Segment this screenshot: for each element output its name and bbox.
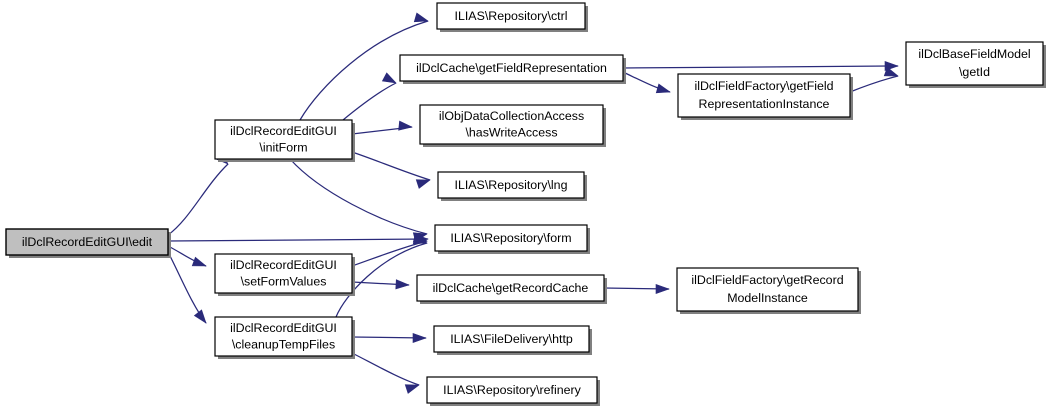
node-form[interactable]: ILIAS\Repository\form — [434, 224, 590, 254]
node-box-initform[interactable] — [214, 119, 353, 160]
node-box-haswrite[interactable] — [419, 104, 604, 145]
node-label-getid-line2: \getId — [959, 65, 990, 79]
node-filehttp[interactable]: ILIAS\FileDelivery\http — [433, 325, 592, 355]
nodes-layer: ilDclRecordEditGUI\edit ilDclRecordEditGU… — [5, 2, 1046, 406]
node-label-initform-line1: ilDclRecordEditGUI — [230, 124, 337, 138]
node-box-getid[interactable] — [905, 41, 1044, 86]
node-label-getfieldrepinst-line1: ilDclFieldFactory\getField — [694, 79, 833, 93]
node-box-refinery[interactable] — [426, 376, 598, 404]
node-label-filehttp: ILIAS\FileDelivery\http — [450, 332, 573, 346]
edge-edit-to-form — [167, 238, 429, 242]
node-box-getrecordmodel[interactable] — [676, 267, 859, 312]
node-setformvalues[interactable]: ilDclRecordEditGUI \setFormValues — [214, 253, 355, 296]
node-cleanup[interactable]: ilDclRecordEditGUI \cleanupTempFiles — [214, 316, 355, 359]
edge-setformvalues-to-form — [351, 240, 428, 267]
arrowhead-ah-form-clean — [412, 234, 428, 245]
node-getrecordcache[interactable]: ilDclCache\getRecordCache — [416, 274, 607, 304]
node-label-getfieldrep: ilDclCache\getFieldRepresentation — [416, 61, 607, 75]
edge-cleanup-to-refinery — [351, 352, 420, 386]
node-refinery[interactable]: ILIAS\Repository\refinery — [426, 376, 600, 406]
node-ctrl[interactable]: ILIAS\Repository\ctrl — [436, 2, 588, 32]
edge-initform-to-lng — [351, 151, 431, 181]
node-label-cleanup-line1: ilDclRecordEditGUI — [230, 321, 337, 335]
node-box-form[interactable] — [434, 224, 588, 252]
node-label-initform-line2: \initForm — [259, 140, 307, 154]
edge-edit-to-initform — [167, 163, 229, 236]
node-haswrite[interactable]: ilObjDataCollectionAccess \hasWriteAccess — [419, 104, 606, 147]
node-label-form: ILIAS\Repository\form — [450, 231, 571, 245]
arrowhead-ah-lng — [415, 179, 431, 189]
arrowhead-ah-getrecordcache — [395, 279, 410, 290]
node-label-ctrl: ILIAS\Repository\ctrl — [455, 9, 568, 23]
node-box-setformvalues[interactable] — [214, 253, 353, 294]
node-box-getfieldrepinst[interactable] — [677, 73, 851, 118]
edges-layer — [167, 20, 899, 386]
arrowhead-ah-setformvalues — [191, 256, 207, 267]
node-label-haswrite-line1: ilObjDataCollectionAccess — [439, 109, 584, 123]
arrowhead-ah-refinery — [404, 384, 420, 394]
node-box-ctrl[interactable] — [436, 2, 586, 30]
node-initform[interactable]: ilDclRecordEditGUI \initForm — [214, 119, 355, 162]
node-label-getid-line1: ilDclBaseFieldModel — [918, 47, 1030, 61]
node-box-cleanup[interactable] — [214, 316, 353, 357]
node-edit[interactable]: ilDclRecordEditGUI\edit — [5, 228, 171, 258]
node-label-getfieldrepinst-line2: RepresentationInstance — [699, 97, 830, 111]
node-getfieldrep[interactable]: ilDclCache\getFieldRepresentation — [399, 54, 626, 84]
node-label-haswrite-line2: \hasWriteAccess — [465, 125, 557, 139]
edge-getfieldrep-to-getid — [622, 65, 899, 69]
node-label-edit: ilDclRecordEditGUI\edit — [22, 235, 153, 249]
edge-initform-to-form — [289, 158, 428, 235]
node-label-cleanup-line2: \cleanupTempFiles — [232, 337, 335, 351]
edge-cleanup-to-form — [335, 242, 428, 318]
node-label-getrecordmodel-line1: ilDclFieldFactory\getRecord — [691, 273, 843, 287]
edge-getfieldrepinst-to-getid — [849, 75, 899, 93]
arrowhead-ah-haswrite — [398, 120, 413, 131]
arrowhead-ah-getfieldrepinst — [655, 83, 671, 94]
node-box-getrecordcache[interactable] — [416, 274, 605, 302]
edge-initform-to-getfieldrep — [342, 82, 397, 121]
arrowhead-ah-getrecordmodel — [655, 283, 670, 295]
arrowheads-layer — [191, 12, 899, 394]
node-box-edit[interactable] — [5, 228, 169, 256]
node-label-getrecordcache: ilDclCache\getRecordCache — [433, 281, 589, 295]
node-box-getfieldrep[interactable] — [399, 54, 624, 82]
arrowhead-ah-filehttp — [412, 332, 427, 344]
edge-initform-to-ctrl — [299, 20, 429, 121]
node-lng[interactable]: ILIAS\Repository\lng — [437, 171, 587, 201]
node-label-setformvalues-line1: ilDclRecordEditGUI — [230, 258, 337, 272]
arrowhead-ah-cleanup — [193, 309, 207, 324]
node-label-lng: ILIAS\Repository\lng — [455, 178, 568, 192]
node-box-filehttp[interactable] — [433, 325, 590, 353]
arrowhead-ah-ctrl — [413, 12, 429, 23]
arrowhead-ah-getfieldrep — [381, 72, 397, 84]
node-getid[interactable]: ilDclBaseFieldModel \getId — [905, 41, 1046, 88]
node-label-refinery: ILIAS\Repository\refinery — [443, 383, 582, 397]
node-label-getrecordmodel-line2: ModelInstance — [727, 291, 808, 305]
node-label-setformvalues-line2: \setFormValues — [241, 274, 327, 288]
node-getfieldrepinst[interactable]: ilDclFieldFactory\getFieldRepresentation… — [677, 73, 853, 120]
arrowhead-ah-getid-b — [883, 66, 899, 77]
node-box-lng[interactable] — [437, 171, 585, 199]
